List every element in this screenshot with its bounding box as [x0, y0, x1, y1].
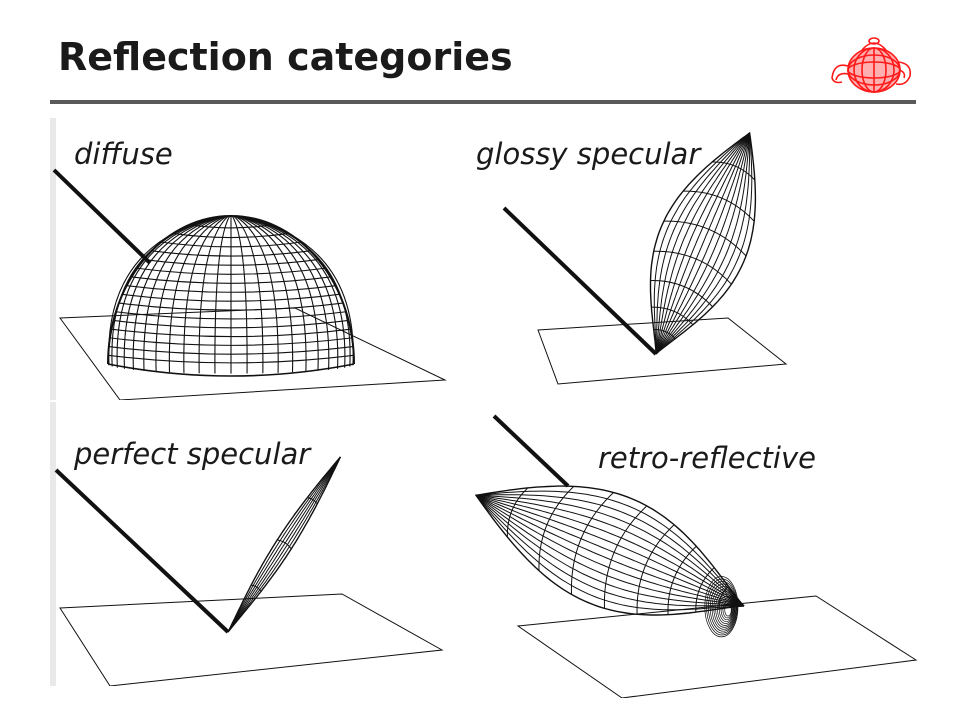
perfect-specular-panel: perfect specular	[50, 402, 460, 686]
glossy-specular-panel: glossy specular	[470, 118, 910, 400]
slide-title: Reflection categories	[58, 35, 513, 79]
diffuse-panel: diffuse	[50, 118, 460, 400]
diffuse-label: diffuse	[74, 137, 173, 171]
retro-reflective-panel: retro-reflective	[460, 402, 920, 698]
retro-reflective-lobe-diagram	[474, 414, 918, 698]
perfect-specular-lobe-diagram	[54, 456, 444, 686]
perfect-specular-label: perfect specular	[74, 437, 311, 471]
title-divider	[50, 100, 916, 104]
glossy-specular-label: glossy specular	[476, 137, 701, 171]
retro-reflective-label: retro-reflective	[598, 441, 816, 475]
glossy-specular-lobe-diagram	[502, 131, 788, 385]
diffuse-lobe-diagram	[52, 168, 447, 400]
teapot-wireframe-icon	[831, 37, 912, 93]
